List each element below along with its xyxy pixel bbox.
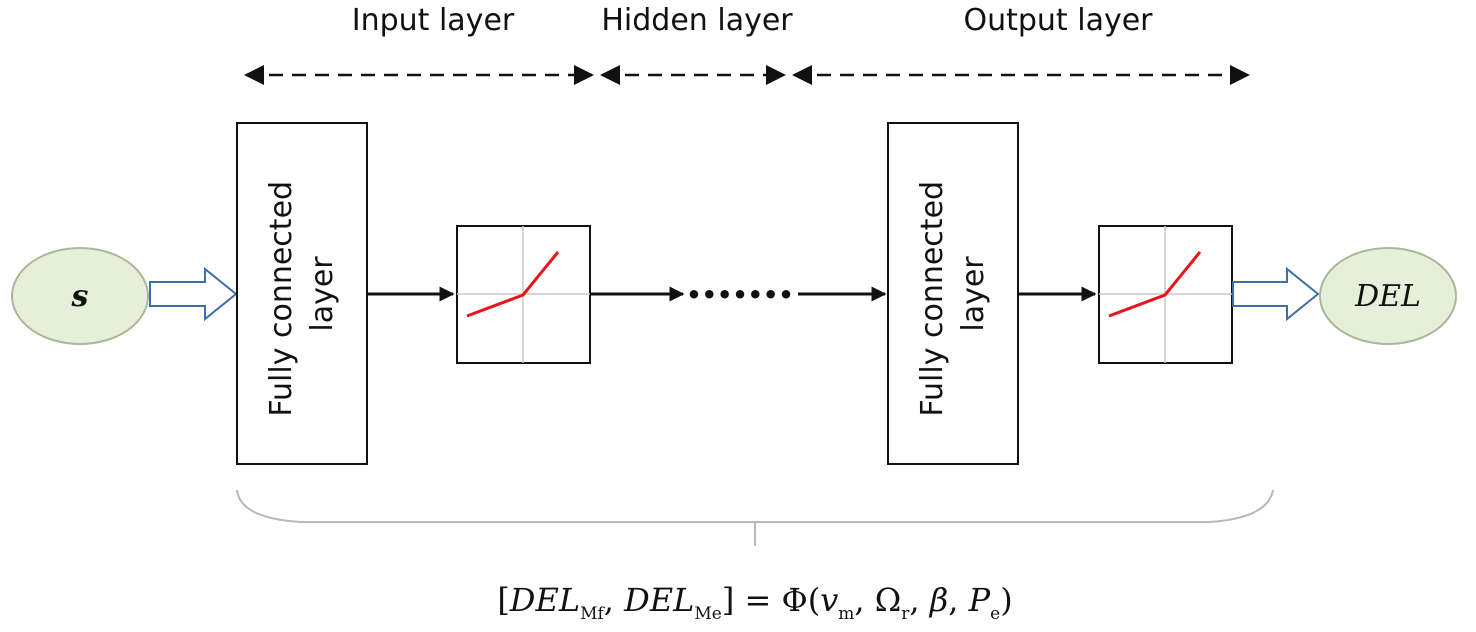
hidden-layers-ellipsis: •••••••	[686, 281, 793, 309]
fc-box-1	[236, 122, 368, 465]
input-node	[11, 247, 149, 345]
fc-box-2	[887, 122, 1019, 465]
hidden-layer-label: Hidden layer	[601, 3, 793, 38]
fc-box-1-label: Fully connected layer	[264, 171, 340, 416]
output-node	[1319, 247, 1457, 345]
output-node-label: DEL	[1354, 279, 1421, 314]
input-hollow-arrow	[149, 266, 238, 322]
output-hollow-arrow	[1232, 266, 1320, 322]
output-layer-label: Output layer	[963, 3, 1153, 38]
activation-1-curve	[466, 251, 560, 318]
fc-box-2-label: Fully connected layer	[915, 171, 991, 416]
network-bracket	[236, 489, 1274, 523]
input-layer-label: Input layer	[352, 3, 515, 38]
activation-2-curve	[1108, 251, 1202, 318]
input-node-label: s	[71, 279, 89, 314]
network-formula: [DELMf, DELMe] = Φ(vm, Ωr, β, Pe)	[497, 581, 1012, 624]
